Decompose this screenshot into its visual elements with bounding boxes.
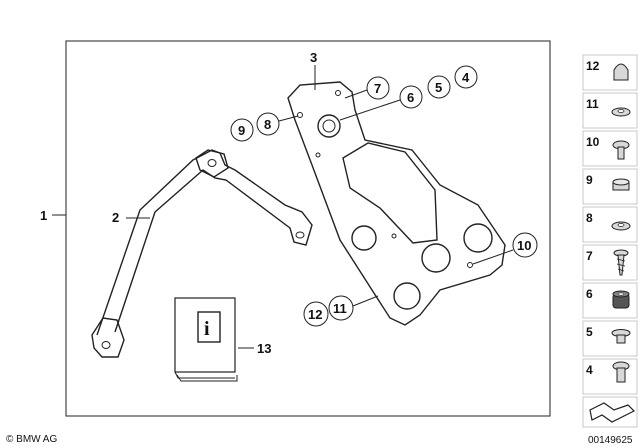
circle-7 [366, 76, 390, 100]
sidebar-tile-5 [582, 320, 638, 357]
plate-part-3 [287, 81, 506, 326]
callout-2: 2 [112, 210, 119, 225]
sidebar-label-9: 9 [586, 173, 593, 187]
callout-9: 9 [238, 123, 245, 138]
sidebar-label-5: 5 [586, 325, 593, 339]
callout-5: 5 [435, 80, 442, 95]
info-icon [197, 311, 221, 343]
nut-icon [612, 178, 630, 191]
sidebar-tile-7 [582, 244, 638, 281]
circle-10 [512, 232, 538, 258]
sidebar-label-10: 10 [586, 135, 600, 149]
circle-6 [399, 85, 423, 109]
callout-6: 6 [407, 90, 414, 105]
leader-6 [339, 99, 401, 121]
rubber-grommet-icon [612, 290, 630, 309]
callout-12: 12 [308, 307, 322, 322]
self-tapping-screw-icon [613, 249, 629, 276]
info-booklet-part-13: i [174, 297, 238, 382]
leader-10 [472, 249, 514, 265]
parts-sidebar: 12 11 10 9 8 7 [582, 54, 638, 428]
circle-9 [230, 118, 254, 142]
sidebar-label-11: 11 [586, 97, 599, 111]
sidebar-label-7: 7 [586, 249, 593, 263]
circle-11 [328, 295, 354, 321]
callout-8: 8 [264, 117, 271, 132]
diagram-id: 00149625 [588, 435, 633, 446]
info-icon-letter: i [204, 318, 210, 340]
washer-icon [611, 107, 631, 117]
leader-8 [278, 115, 299, 122]
sidebar-tile-10 [582, 130, 638, 167]
navigation-arrow-icon [589, 402, 636, 423]
torx-screw-icon [612, 140, 630, 160]
callout-3: 3 [310, 50, 317, 65]
circle-12 [303, 301, 329, 327]
callout-13: 13 [257, 341, 271, 356]
sidebar-label-4: 4 [586, 363, 593, 377]
callout-11: 11 [333, 301, 347, 316]
callout-7: 7 [374, 81, 381, 96]
circle-5 [427, 75, 451, 99]
callout-1: 1 [40, 208, 47, 223]
copyright-text: © BMW AG [6, 434, 57, 445]
sidebar-label-8: 8 [586, 211, 593, 225]
circle-8 [256, 112, 280, 136]
bracket-part-2 [91, 149, 313, 358]
sidebar-label-12: 12 [586, 59, 600, 73]
callout-10: 10 [517, 238, 531, 253]
leader-11 [352, 295, 379, 307]
collar-screw-icon [612, 361, 630, 383]
circle-4 [454, 65, 478, 89]
bushing-icon [611, 329, 631, 344]
sidebar-label-6: 6 [586, 287, 593, 301]
cap-nut-icon [613, 63, 629, 81]
flat-washer-icon [611, 221, 631, 231]
callout-4: 4 [462, 70, 470, 85]
leader-7 [344, 89, 368, 99]
main-frame [65, 40, 551, 417]
